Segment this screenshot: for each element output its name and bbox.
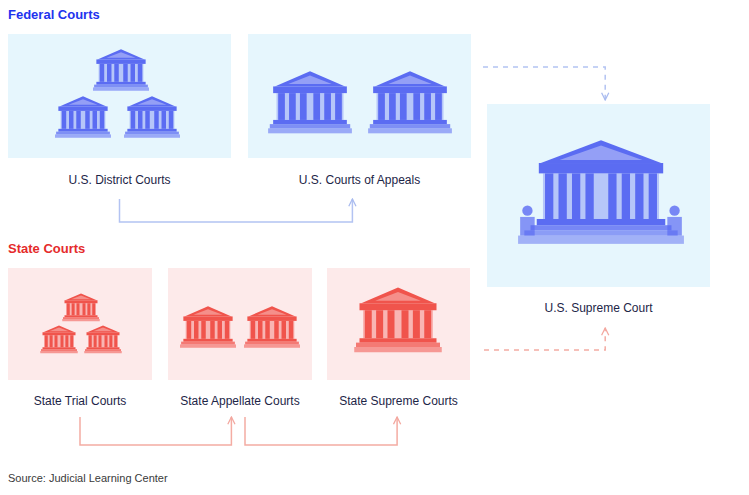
building-icon [354, 288, 442, 353]
court-label: U.S. District Courts [8, 172, 231, 188]
building-icon [40, 326, 78, 354]
court-node: State Supreme Courts [327, 268, 470, 413]
federal-panels [8, 34, 710, 287]
state-buildings [40, 288, 442, 354]
court-label: U.S. Courts of Appeals [248, 172, 471, 188]
court-label: State Trial Courts [8, 393, 152, 409]
supreme-court-building [518, 140, 684, 244]
panel [487, 104, 710, 287]
group-heading: Federal Courts [8, 7, 100, 23]
federal-buildings [55, 49, 684, 244]
court-node: State Trial Courts [8, 268, 152, 413]
building-icon [84, 326, 122, 354]
court-node: U.S. Supreme Court [487, 104, 710, 324]
building-icon [93, 49, 149, 90]
building-icon [55, 96, 111, 137]
court-node: U.S. Courts of Appeals [248, 34, 471, 194]
panel [327, 268, 470, 380]
panel [248, 34, 471, 158]
court-label: State Supreme Courts [327, 393, 470, 409]
panel [8, 34, 231, 158]
connector-arrow [483, 67, 605, 100]
connector-arrow [484, 328, 605, 350]
court-node: State Appellate Courts [168, 268, 312, 413]
building-icon [268, 71, 352, 133]
court-node: U.S. District Courts [8, 34, 231, 194]
source-caption: Source: Judicial Learning Center [8, 471, 168, 485]
connector-arrow [245, 417, 397, 445]
building-icon [244, 306, 300, 347]
building-icon [62, 294, 100, 322]
building-icon [180, 306, 236, 347]
group-heading: State Courts [8, 241, 85, 257]
connector-arrow [80, 417, 231, 445]
panel [168, 268, 312, 380]
court-label: U.S. Supreme Court [487, 300, 710, 316]
state-panels [8, 268, 470, 380]
building-icon [124, 96, 180, 137]
building-icon [368, 71, 452, 133]
court-label: State Appellate Courts [168, 393, 312, 409]
panel [8, 268, 152, 380]
connector-arrow [120, 199, 353, 222]
